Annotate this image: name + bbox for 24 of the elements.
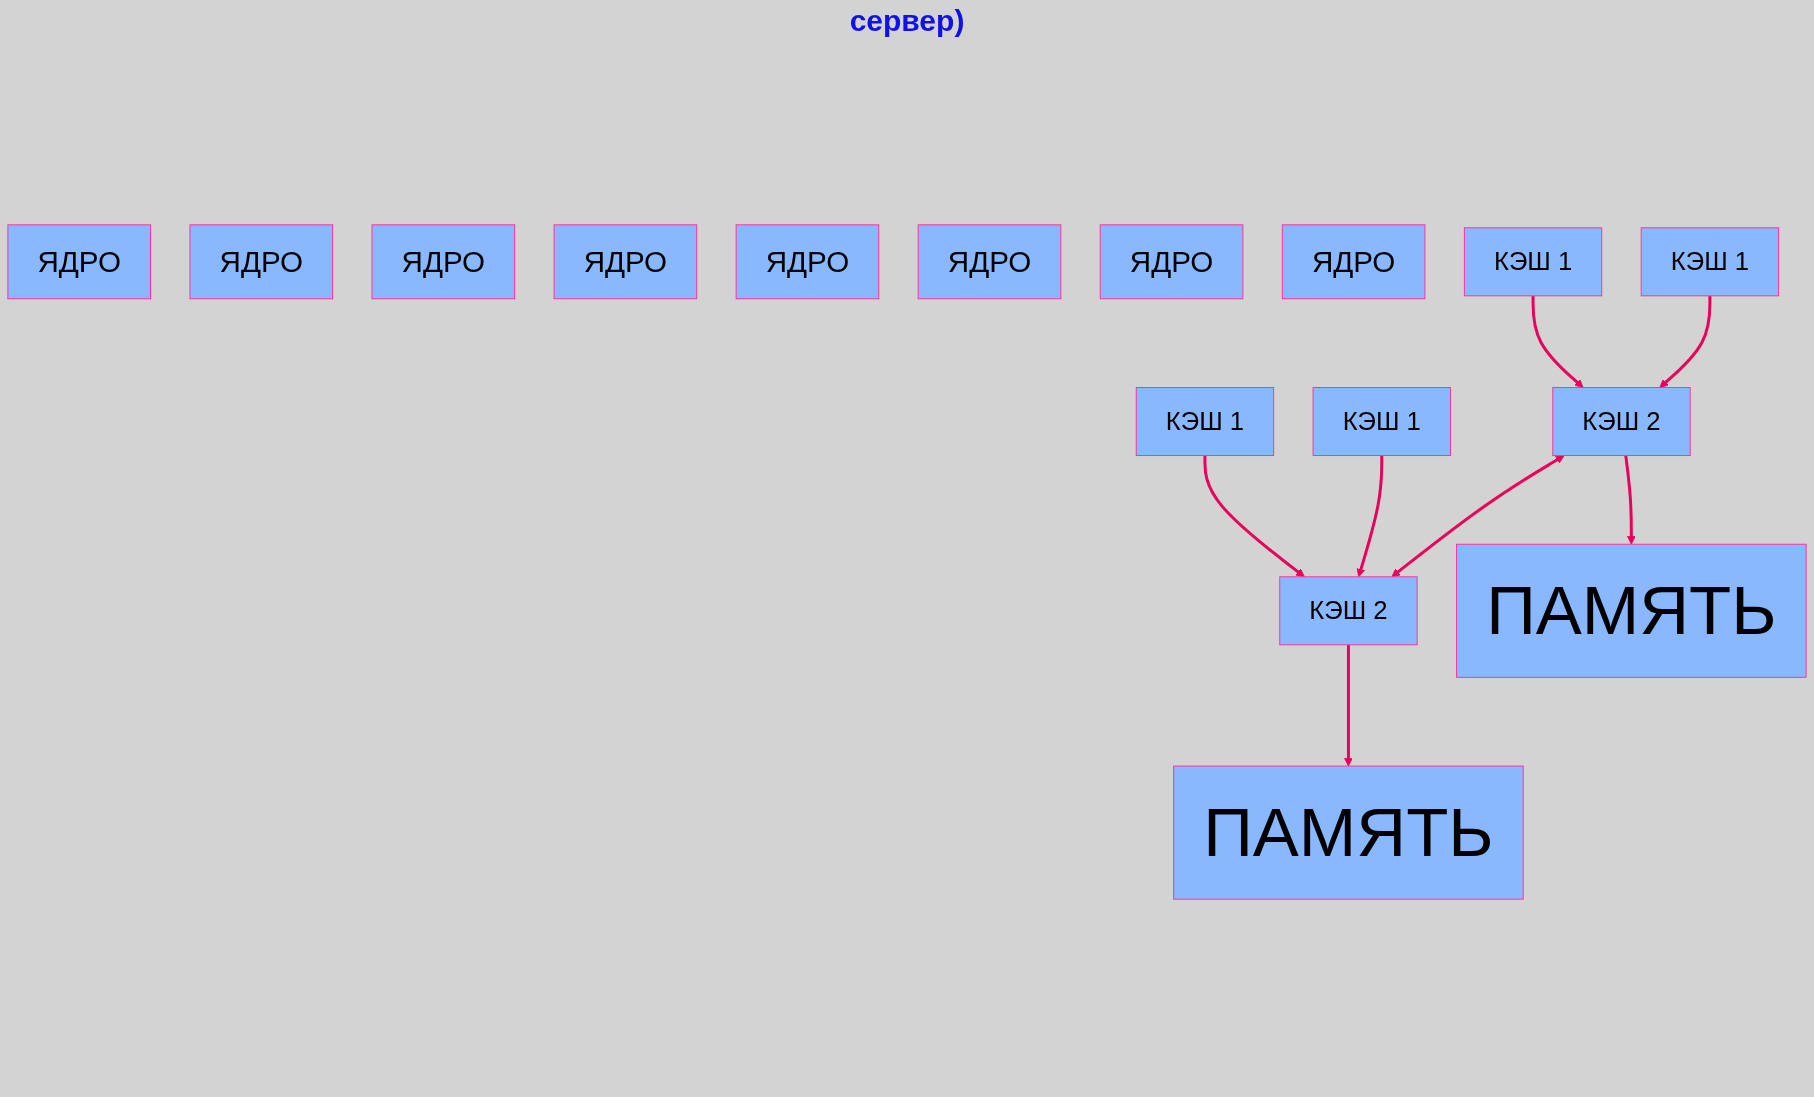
node-box: ПАМЯТЬ — [1456, 543, 1807, 678]
arrow — [1356, 455, 1384, 578]
arrow — [1624, 455, 1636, 545]
node-box: ЯДРО — [553, 224, 698, 300]
node-box: КЭШ 1 — [1463, 227, 1603, 297]
node-box: КЭШ 1 — [1135, 387, 1275, 457]
node-box: КЭШ 1 — [1312, 387, 1451, 457]
arrow — [1531, 295, 1584, 388]
node-box: ЯДРО — [7, 224, 151, 300]
node-box: КЭШ 2 — [1552, 387, 1691, 457]
node-box: ЯДРО — [1281, 224, 1426, 300]
node-box: ЯДРО — [1099, 224, 1244, 300]
node-box: ЯДРО — [735, 224, 880, 300]
node-box: ЯДРО — [371, 224, 516, 300]
node-box: ЯДРО — [189, 224, 334, 300]
arrow — [1203, 455, 1305, 578]
arrow — [1344, 644, 1353, 767]
arrow — [1659, 295, 1712, 388]
node-box: ЯДРО — [917, 224, 1062, 300]
node-box: ПАМЯТЬ — [1173, 765, 1524, 900]
title: сервер) — [848, 4, 966, 38]
arrow — [1391, 455, 1565, 578]
node-box: КЭШ 2 — [1279, 576, 1418, 646]
node-box: КЭШ 1 — [1640, 227, 1780, 297]
